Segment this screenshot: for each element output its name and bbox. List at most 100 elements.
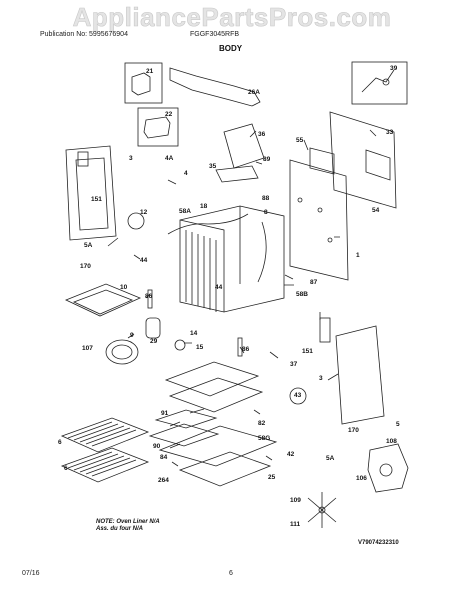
callout-3-left: 3 [129,155,133,162]
part-6-oven-rack [60,417,150,453]
callout-170-left: 170 [80,263,91,270]
part-26a-strap [169,67,261,107]
part-86-strip [237,337,243,357]
callout-6-bottom: 6 [64,465,68,472]
oven-cavity-edges [179,206,241,312]
part-108-fan-motor [367,443,409,493]
note-line-1: NOTE: Oven Liner N/A [96,519,160,525]
callout-8: 8 [264,209,268,216]
callout-44-right: 44 [215,284,223,291]
callout-18: 18 [200,203,208,210]
part-58-insulation [167,213,267,283]
part-43-screw-circle [289,387,307,405]
callout-86-left: 86 [145,293,153,300]
leader-lines [107,129,377,467]
part-90-burner [148,423,220,447]
part-25-bottom [178,451,272,487]
callout-35: 35 [209,163,217,170]
callout-107: 107 [82,345,93,352]
part-oven-bottom [164,361,260,397]
part-151-clip [77,151,89,167]
callout-109: 109 [290,497,301,504]
callout-42: 42 [287,451,295,458]
part-21-bracket [131,72,151,96]
part-6-rack-bars [67,451,137,477]
oven-cavity-ribs [185,230,217,312]
callout-43: 43 [294,392,302,399]
callout-111: 111 [290,521,301,528]
callout-44-left: 44 [140,257,148,264]
callout-151-right: 151 [302,348,313,355]
part-15-bulb [174,339,186,351]
part-10-broil-pan [64,283,142,317]
callout-15: 15 [196,344,204,351]
callout-54: 54 [372,207,380,214]
callout-39: 39 [390,65,398,72]
rear-body-hole [327,237,333,243]
callout-6-top: 6 [58,439,62,446]
part-109-fan-blades [307,492,337,528]
diagram-id: V79074232310 [358,540,399,546]
part-3-left-side-panel [65,145,117,241]
callout-1: 1 [356,252,360,259]
rear-body-hole [317,207,323,213]
part-1-rear-body [289,159,349,281]
part-6-oven-rack [60,447,150,483]
publication-number: Publication No: 5995676904 [40,31,128,38]
part-107-fan-inner [111,344,133,360]
footer-page-number: 6 [229,570,233,577]
callout-88: 88 [262,195,270,202]
callout-91: 91 [161,410,169,417]
model-number: FGGF3045RFB [190,31,240,38]
callout-10: 10 [120,284,128,291]
part-21-box [124,62,163,104]
part-82-tray [168,377,264,413]
note-oven-liner: NOTE: Oven Liner N/A Ass. du four N/A [96,519,160,533]
rear-body-hole [297,197,303,203]
part-33-cutout [365,149,391,181]
watermark: AppliancePartsPros.com [72,2,392,33]
callout-58b: 58B [296,291,308,298]
part-39-wire [361,69,395,93]
callout-33: 33 [386,129,394,136]
callout-22: 22 [165,111,173,118]
callout-170-right: 170 [348,427,359,434]
callout-5a: 5A [84,242,93,249]
note-line-2: Ass. du four N/A [96,525,144,532]
diagram-title: BODY [219,44,243,53]
callout-21: 21 [146,68,154,75]
part-107-fan-cover [105,339,139,365]
callout-58a: 58A [179,208,191,215]
part-22-bracket [143,116,171,139]
part-42-base-panel [158,425,278,467]
footer-date: 07/16 [22,570,40,577]
part-22-box [137,107,179,147]
oven-cavity-frame [179,205,285,313]
part-12-detail-circle [127,212,145,230]
part-29-lamp-housing [145,317,161,339]
part-33-back-panel [329,111,397,209]
callout-5a-lower: 5A [326,455,335,462]
callout-264: 264 [158,477,169,484]
callout-25: 25 [268,474,276,481]
callout-151-left: 151 [91,196,102,203]
part-3-left-side-inner [75,157,109,231]
part-108-motor-hub [379,463,393,477]
callout-12: 12 [140,209,148,216]
callout-14: 14 [190,330,198,337]
part-39-box [351,61,408,105]
part-36-vent-cover [223,123,265,169]
part-55 [309,147,335,175]
callout-106: 106 [356,475,367,482]
part-35-vent [215,165,259,183]
callout-82: 82 [258,420,266,427]
callout-87: 87 [310,279,318,286]
part-86-strip [147,289,153,309]
part-91-element [154,409,218,429]
callout-4: 4 [184,170,188,177]
callout-37: 37 [290,361,298,368]
part-3-right-side-panel [335,325,385,425]
callout-58g: 58G [258,435,271,442]
callout-108: 108 [386,438,397,445]
